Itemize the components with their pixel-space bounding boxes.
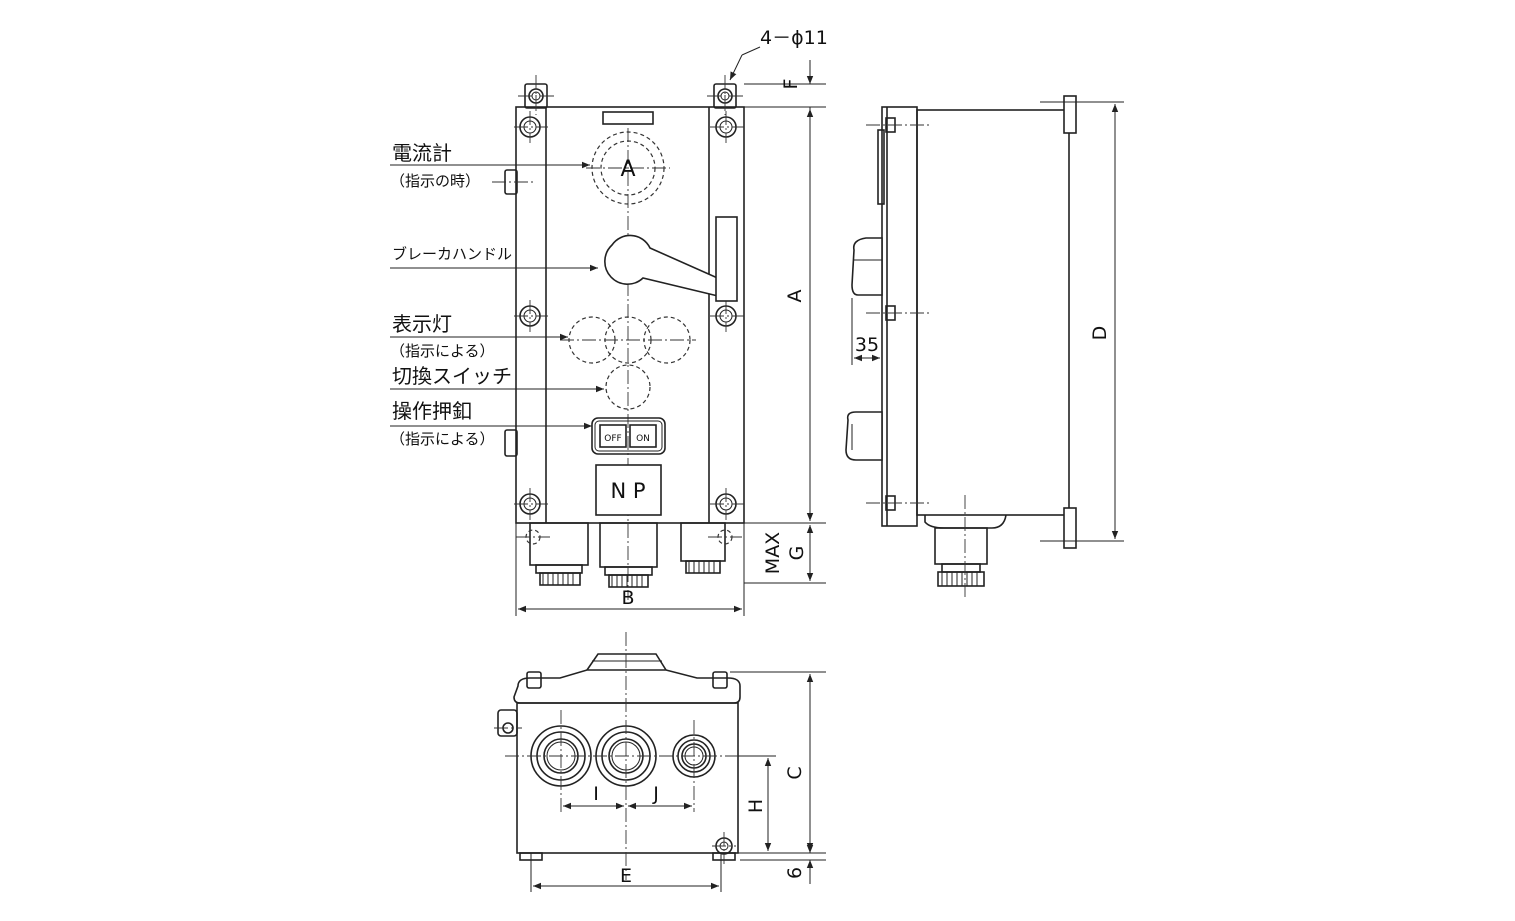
leader-lines	[390, 46, 761, 430]
screw-top-right	[710, 111, 744, 143]
dim-H: H	[745, 799, 767, 813]
screw-mid-left	[514, 300, 548, 332]
dim-F: F	[780, 79, 802, 90]
dim-6: 6	[784, 867, 806, 879]
dim-E: E	[620, 865, 632, 887]
dim-G: G	[786, 546, 808, 561]
ammeter-symbol: A	[620, 157, 635, 182]
ammeter-label: 電流計	[392, 141, 452, 165]
screw-bottom-left	[514, 488, 548, 520]
dim-B: B	[621, 587, 634, 609]
breaker-handle	[604, 216, 738, 302]
dim-D: D	[1089, 326, 1111, 341]
nameplate-text: N P	[610, 479, 645, 503]
mounting-hole-top-left	[518, 75, 554, 115]
mounting-hole-top-right	[707, 75, 743, 115]
push-button-label: 操作押釦	[392, 399, 472, 423]
hole-spec-label: 4－ϕ11	[760, 27, 828, 49]
screw-bottom-right	[710, 488, 744, 520]
indicator-lamp-label: 表示灯	[392, 312, 452, 336]
cable-glands-front	[516, 522, 742, 588]
dim-MAX: MAX	[762, 532, 784, 574]
indicator-lamp-note: （指示による）	[390, 342, 495, 360]
bottom-view	[494, 632, 826, 892]
nameplate: N P	[595, 464, 662, 516]
breaker-handle-label: ブレーカハンドル	[392, 245, 512, 263]
front-dimensions	[515, 60, 826, 616]
screw-top-left	[514, 111, 548, 143]
side-view	[845, 95, 1124, 600]
front-view: A OFF ON N P	[390, 46, 826, 616]
dim-J: J	[652, 783, 659, 805]
latch-upper-left	[492, 169, 534, 195]
ammeter-note: （指示の時）	[390, 172, 480, 190]
dim-A: A	[784, 290, 806, 303]
indicator-lamps	[560, 316, 696, 364]
off-button-label: OFF	[604, 434, 621, 444]
selector-switch-label: 切換スイッチ	[392, 364, 512, 388]
latch-lower-left	[504, 429, 518, 457]
on-button-label: ON	[636, 434, 650, 444]
screw-mid-right	[710, 300, 744, 332]
push-button-note: （指示による）	[390, 430, 495, 448]
dim-C: C	[784, 766, 806, 779]
dim-I: I	[593, 783, 599, 805]
ammeter: A	[586, 131, 670, 205]
dim-35: 35	[855, 334, 879, 356]
push-button-unit: OFF ON	[591, 417, 666, 455]
selector-switch	[605, 364, 651, 410]
